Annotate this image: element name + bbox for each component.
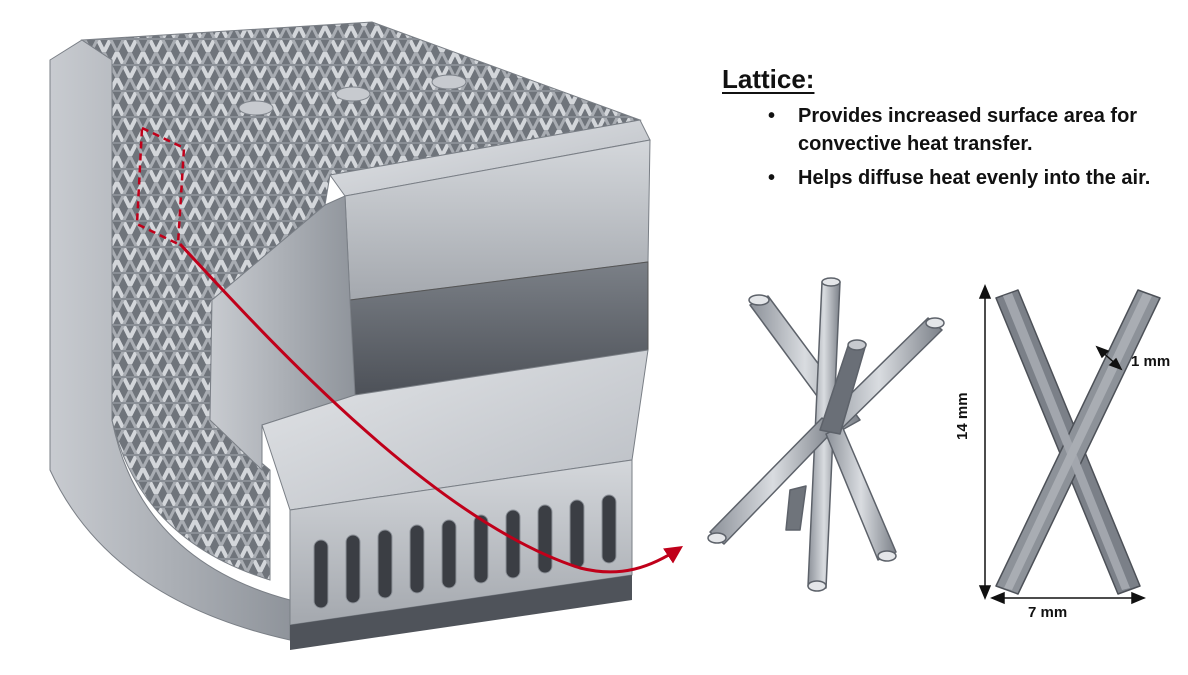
air-slot: [441, 519, 457, 589]
strut-end: [925, 317, 945, 329]
heat-sink: [49, 21, 651, 650]
air-slot: [345, 534, 361, 604]
lattice-pin: [238, 100, 274, 116]
air-slot: [505, 509, 521, 579]
lattice-pin: [431, 74, 467, 90]
lower-shelf-top: [261, 349, 649, 511]
lattice-title: Lattice:: [722, 64, 815, 94]
strut-highlight: [1003, 293, 1130, 590]
air-slot: [473, 514, 489, 584]
width-dimension-label: 7 mm: [1028, 604, 1068, 621]
list-item: Provides increased surface area for conv…: [768, 102, 1168, 158]
air-slots: [313, 494, 617, 609]
air-slot: [377, 529, 393, 599]
bottom-strip: [290, 575, 632, 650]
air-slot: [537, 504, 553, 574]
dimension-lines: [978, 284, 1146, 605]
arrow-icon: [1095, 345, 1110, 359]
strut: [785, 485, 807, 531]
strut-end: [807, 580, 827, 592]
height-dimension-label: 14 mm: [954, 392, 971, 440]
strut-end: [877, 550, 897, 562]
unit-cell-front-view: [995, 289, 1161, 595]
strut-end: [748, 294, 770, 306]
strut-end: [847, 339, 867, 351]
arrow-icon: [990, 591, 1005, 605]
strut-end: [821, 277, 841, 287]
unit-cell-highlight: [135, 126, 186, 246]
strut-end: [707, 532, 727, 544]
list-item: Helps diffuse heat evenly into the air.: [768, 164, 1168, 192]
arrow-icon: [1108, 357, 1123, 371]
air-slot: [601, 494, 617, 564]
air-slot: [313, 539, 329, 609]
unit-cell-3d: [707, 277, 945, 592]
air-slot: [409, 524, 425, 594]
arrow-icon: [978, 284, 992, 299]
thickness-dimension-label: 1 mm: [1131, 353, 1171, 370]
callout-arrow: [178, 242, 683, 574]
arrow-icon: [978, 585, 992, 600]
strut: [825, 425, 897, 561]
air-slot: [569, 499, 585, 569]
arrow-icon: [1131, 591, 1146, 605]
lattice-pin: [335, 86, 371, 102]
lattice-bullet-list: Provides increased surface area for conv…: [768, 102, 1168, 198]
